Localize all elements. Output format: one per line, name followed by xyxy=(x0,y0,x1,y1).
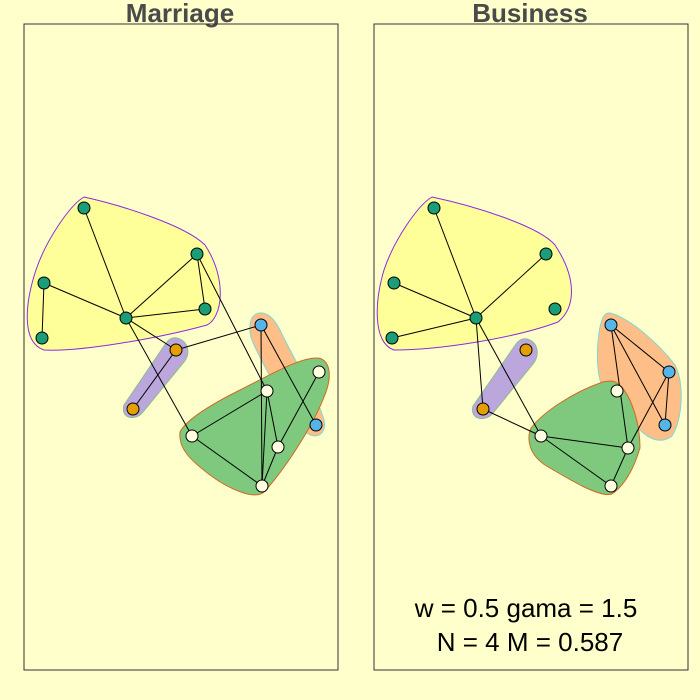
network-node xyxy=(662,365,676,379)
network-node xyxy=(312,365,326,379)
network-edge xyxy=(196,253,268,392)
network-edge xyxy=(393,282,477,319)
network-node xyxy=(534,429,548,443)
network-node xyxy=(37,276,51,290)
network-edge xyxy=(260,324,317,426)
panel-frame-marriage xyxy=(23,23,339,671)
network-edge xyxy=(260,324,263,487)
network-node xyxy=(548,302,562,316)
parameter-caption-line-1: w = 0.5 gama = 1.5 xyxy=(414,593,638,623)
network-node xyxy=(185,429,199,443)
network-edge xyxy=(132,349,177,410)
node-layer xyxy=(385,201,676,493)
community-hull-green xyxy=(528,380,641,496)
network-edge xyxy=(610,447,629,487)
community-hull-green xyxy=(179,357,330,496)
network-node xyxy=(35,331,49,345)
network-node xyxy=(621,441,635,455)
network-edge xyxy=(482,408,542,437)
parameter-caption-line-2: N = 4 M = 0.587 xyxy=(437,627,623,657)
network-edge xyxy=(125,308,206,319)
network-node xyxy=(469,311,483,325)
network-edge xyxy=(433,207,477,319)
network-node xyxy=(309,418,323,432)
network-node xyxy=(126,402,140,416)
panel-marriage: Marriage xyxy=(23,0,339,671)
network-edge xyxy=(191,435,263,487)
network-edge xyxy=(475,317,484,410)
network-node xyxy=(190,247,204,261)
network-edge xyxy=(391,317,477,339)
network-node xyxy=(198,302,212,316)
network-edge xyxy=(41,282,45,339)
network-edge xyxy=(610,324,670,373)
network-edge xyxy=(43,282,127,319)
network-edge xyxy=(125,317,193,437)
network-edge xyxy=(261,390,268,487)
network-node xyxy=(387,276,401,290)
community-hull-yellow xyxy=(376,196,572,351)
network-edge xyxy=(125,317,177,351)
network-node xyxy=(610,384,624,398)
network-node xyxy=(254,318,268,332)
panel-title-marriage: Marriage xyxy=(126,0,234,28)
network-node xyxy=(427,201,441,215)
network-edge xyxy=(475,317,542,437)
network-edge xyxy=(175,324,262,351)
network-node xyxy=(539,247,553,261)
network-node xyxy=(604,318,618,332)
network-edge xyxy=(83,207,127,319)
network-edge xyxy=(277,371,320,448)
network-node xyxy=(271,440,285,454)
network-edge xyxy=(266,390,279,448)
network-edge xyxy=(664,371,670,426)
network-edge xyxy=(261,446,279,487)
network-edge xyxy=(627,371,670,449)
edge-layer xyxy=(41,207,320,487)
edge-layer xyxy=(391,207,670,487)
network-node xyxy=(519,343,533,357)
network-node xyxy=(255,479,269,493)
node-layer xyxy=(35,201,326,493)
network-node xyxy=(476,402,490,416)
network-node xyxy=(169,343,183,357)
network-edge xyxy=(540,435,629,449)
network-edge xyxy=(191,390,268,437)
network-node xyxy=(385,331,399,345)
network-node xyxy=(658,418,672,432)
panel-title-business: Business xyxy=(472,0,588,28)
network-node xyxy=(77,201,91,215)
panel-business: Business xyxy=(373,0,689,671)
network-edge xyxy=(610,324,666,426)
panel-frame-business xyxy=(373,23,689,671)
network-node xyxy=(260,384,274,398)
community-hull-purple xyxy=(471,338,538,420)
network-node xyxy=(604,479,618,493)
network-edge xyxy=(540,435,612,487)
community-hull-yellow xyxy=(26,196,221,351)
network-edge xyxy=(125,253,198,319)
network-edge xyxy=(475,253,547,319)
network-edge xyxy=(196,253,206,310)
network-node xyxy=(119,311,133,325)
